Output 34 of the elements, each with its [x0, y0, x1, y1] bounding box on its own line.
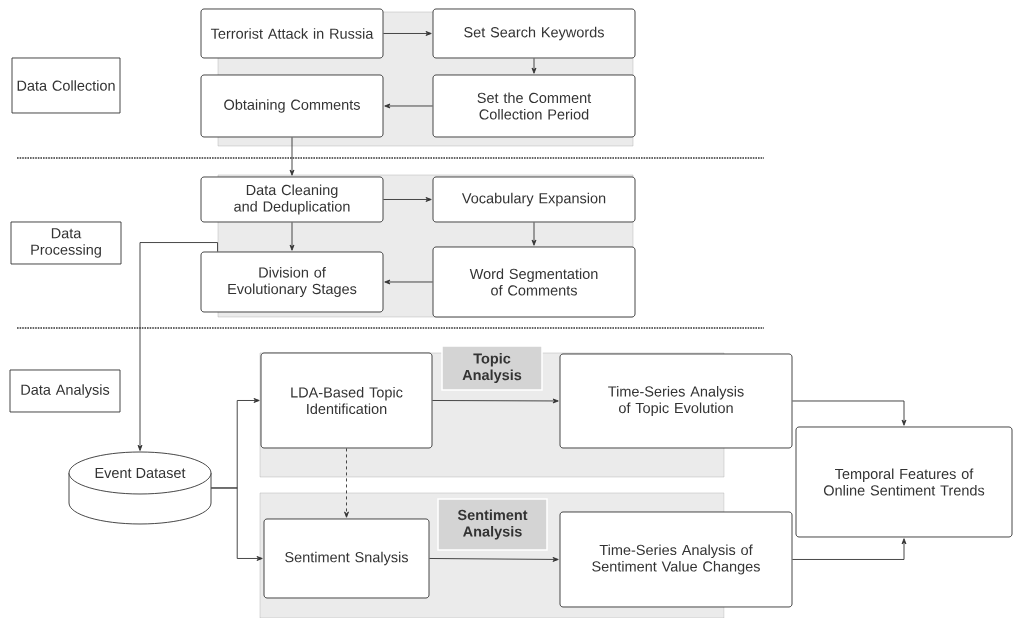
section-label: Data Collection [11, 57, 121, 114]
arrow [432, 398, 559, 404]
arrow [429, 557, 559, 562]
arrow [210, 487, 263, 561]
process-box: Division of Evolutionary Stages [200, 251, 384, 313]
section-label: Data Analysis [9, 369, 121, 413]
arrow [289, 137, 295, 176]
process-box: Vocabulary Expansion [432, 176, 636, 223]
process-box: LDA-Based Topic Identification [260, 352, 433, 449]
process-box: Temporal Features of Online Sentiment Trends [795, 426, 1013, 538]
process-box: Sentiment Snalysis [263, 518, 430, 599]
arrow [289, 222, 295, 251]
process-box: Data Cleaning and Deduplication [200, 176, 384, 223]
process-box: Set Search Keywords [432, 8, 636, 59]
process-box: Obtaining Comments [200, 74, 384, 138]
process-box: Word Segmentation of Comments [432, 246, 636, 318]
process-box: Time-Series Analysis of Sentiment Value Changes [559, 511, 793, 608]
arrow [792, 538, 907, 560]
section-label: Data Processing [10, 221, 122, 265]
arrow [383, 197, 432, 202]
process-box: Terrorist Attack in Russia [200, 8, 384, 59]
arrow [531, 222, 537, 246]
process-box: Time-Series Analysis of Topic Evolution [559, 353, 793, 449]
arrow [792, 400, 907, 426]
arrow [383, 31, 432, 36]
arrow [137, 242, 218, 451]
arrow [531, 58, 537, 74]
process-box: Set the Comment Collection Period [432, 74, 636, 138]
arrow [384, 279, 433, 285]
arrow [384, 103, 433, 109]
panel-heading: Topic Analysis [441, 345, 543, 391]
arrow [344, 448, 349, 518]
database-cylinder: Event Dataset [68, 451, 212, 525]
panel-heading: Sentiment Analysis [437, 498, 548, 551]
